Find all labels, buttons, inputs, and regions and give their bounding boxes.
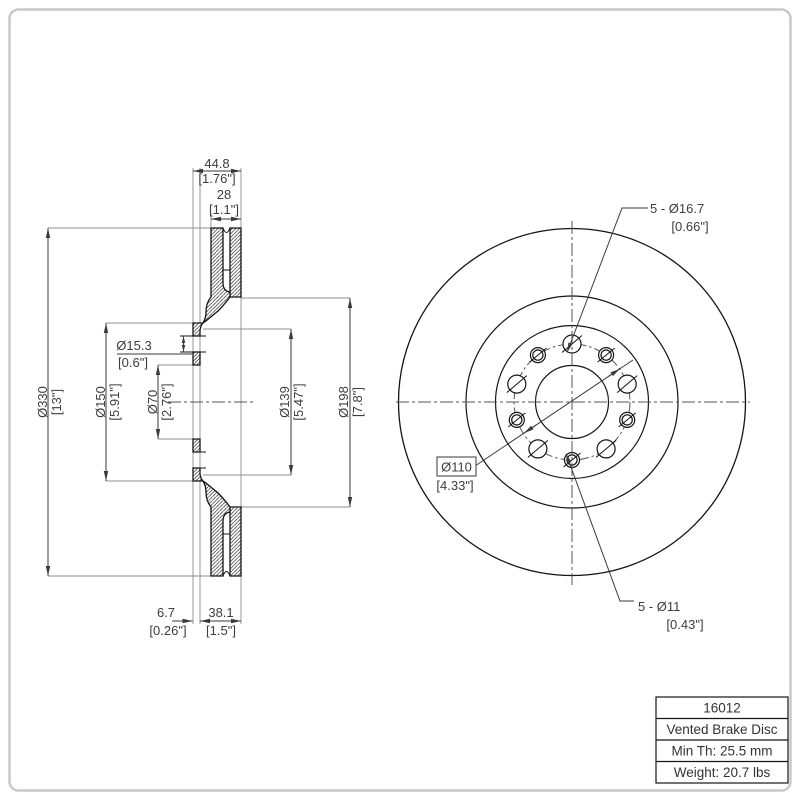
band-outboard-plate-bottom xyxy=(229,506,242,577)
bolt-circle-arrow-left xyxy=(523,424,537,434)
weight: Weight: 20.7 lbs xyxy=(674,765,771,780)
flange-diameter-mm: Ø150 xyxy=(93,386,108,418)
overall-width-in: [1.76"] xyxy=(198,171,235,186)
min-thickness: Min Th: 25.5 mm xyxy=(671,744,772,759)
flange-thickness-in: [0.26"] xyxy=(149,623,186,638)
band-width-mm: 28 xyxy=(217,187,231,202)
small-hole-leader xyxy=(565,453,634,602)
band-width-in: [1.1"] xyxy=(209,202,239,217)
band-inboard-plate-and-hat-bottom xyxy=(192,467,231,577)
hat-depth-mm: 38.1 xyxy=(208,605,233,620)
bolt-circle-diameter-line xyxy=(474,359,634,467)
bolt-circle-label-in: [4.33"] xyxy=(436,478,473,493)
hat-inner-diameter-mm: Ø139 xyxy=(277,386,292,418)
small-holes-label-in: [0.43"] xyxy=(666,617,703,632)
flange-segment-top xyxy=(192,351,201,366)
band-outboard-plate-top xyxy=(229,227,242,298)
band-inner-diameter-in: [7.8"] xyxy=(350,387,365,417)
hat-inner-diameter-in: [5.47"] xyxy=(291,383,306,420)
vent-vane-lines xyxy=(222,227,231,577)
center-bore-in: [2.76"] xyxy=(159,383,174,420)
overall-width-mm: 44.8 xyxy=(204,156,229,171)
title-block-dividers xyxy=(656,717,788,763)
part-number: 16012 xyxy=(703,701,741,716)
bolt-hole-diameter-mm: Ø15.3 xyxy=(116,338,151,353)
bolt-hole-diameter-in: [0.6"] xyxy=(118,355,148,370)
lug-holes-label-in: [0.66"] xyxy=(671,219,708,234)
outer-diameter-in: [13"] xyxy=(49,389,64,415)
title-block: 16012 Vented Brake Disc Min Th: 25.5 mm … xyxy=(655,696,789,784)
hat-depth-in: [1.5"] xyxy=(206,623,236,638)
flange-diameter-in: [5.91"] xyxy=(107,383,122,420)
part-description: Vented Brake Disc xyxy=(666,722,777,737)
flange-thickness-mm: 6.7 xyxy=(157,605,175,620)
section-view: 44.8 [1.76"] 28 [1.1"] Ø330 [13"] Ø150 [… xyxy=(35,156,365,638)
outer-diameter-mm: Ø330 xyxy=(35,386,50,418)
lug-holes-label-mm: 5 - Ø16.7 xyxy=(650,201,704,216)
bolt-circle-label-mm: Ø110 xyxy=(441,460,472,475)
flange-hole-edges xyxy=(180,335,206,469)
center-bore-mm: Ø70 xyxy=(145,390,160,415)
lug-hole-leader xyxy=(566,207,648,353)
front-view: 5 - Ø16.7 [0.66"] Ø110 [4.33"] 5 - Ø11 [… xyxy=(396,201,750,632)
small-holes-label-mm: 5 - Ø11 xyxy=(638,599,680,614)
bolt-circle-label-box xyxy=(436,456,477,477)
bolt-circle-arrow-right xyxy=(607,368,621,378)
band-inner-diameter-mm: Ø198 xyxy=(336,386,351,418)
band-inboard-plate-and-hat-top xyxy=(192,227,231,337)
page-border xyxy=(8,8,792,792)
flange-segment-bottom xyxy=(192,438,201,453)
